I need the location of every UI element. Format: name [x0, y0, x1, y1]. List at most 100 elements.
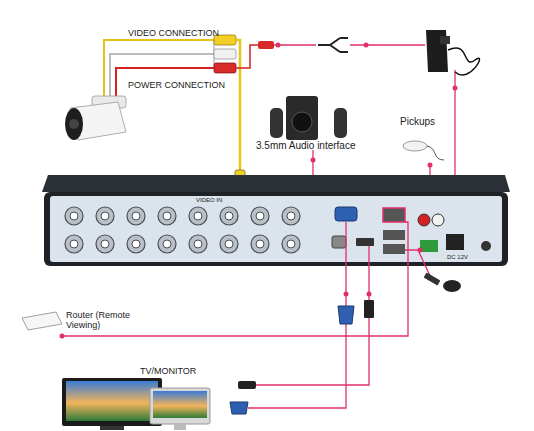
monitor-screen [153, 391, 207, 418]
bnc-connector [158, 235, 176, 253]
bnc-connector [189, 207, 207, 225]
dot [344, 292, 349, 297]
bnc-pin [256, 240, 264, 248]
bnc-connector [127, 235, 145, 253]
bnc-connector [96, 235, 114, 253]
dot [428, 163, 433, 168]
bnc-pin [225, 240, 233, 248]
usb-port [383, 230, 405, 240]
dvr-body [44, 192, 508, 266]
port-label: DC 12V [447, 254, 468, 261]
hdmi-plug [238, 381, 256, 389]
dot [453, 86, 458, 91]
video-cable [236, 40, 240, 172]
monitor-frame [150, 388, 210, 424]
tv-frame [62, 378, 162, 426]
bnc-pin [287, 212, 295, 220]
video-wire [104, 40, 214, 102]
satellite-speaker [334, 108, 347, 138]
pink-line [62, 222, 408, 336]
dot [364, 43, 369, 48]
bnc-pin [163, 212, 171, 220]
monitor-stand [174, 424, 186, 430]
bnc-pin [194, 240, 202, 248]
monitor-label: TV/MONITOR [140, 366, 196, 376]
camera-glass [69, 119, 79, 129]
bnc-connector [65, 235, 83, 253]
splitter [318, 38, 348, 52]
pickup-label: Pickups [400, 116, 435, 128]
bnc-connector [282, 235, 300, 253]
bnc-pin [132, 212, 140, 220]
hdmi-plug [364, 300, 374, 318]
router-label: Router (Remote Viewing) [66, 310, 148, 331]
bnc-pin [287, 240, 295, 248]
vga-plug [338, 306, 354, 324]
vga-port [335, 207, 357, 221]
bnc-pin [194, 212, 202, 220]
adapter-cord [448, 48, 479, 75]
rca-plug [214, 49, 236, 59]
bnc-connector [96, 207, 114, 225]
dot [418, 248, 423, 253]
bnc-connector [251, 207, 269, 225]
hdmi-port [356, 238, 374, 246]
dot [311, 158, 316, 163]
bnc-connector [220, 235, 238, 253]
bnc-pin [163, 240, 171, 248]
bnc-connector [189, 235, 207, 253]
power-switch [481, 241, 491, 251]
camera-lens [65, 108, 83, 140]
power-wire [236, 45, 258, 68]
pickup-mic [403, 141, 427, 151]
mouse-icon [443, 280, 461, 292]
bnc-connector [158, 207, 176, 225]
bnc-pin [225, 212, 233, 220]
usb-port [383, 244, 405, 254]
audio-wire [110, 54, 214, 102]
connection-label: POWER CONNECTION [128, 80, 225, 90]
connection-label: VIDEO CONNECTION [128, 28, 219, 38]
bnc-connector [127, 207, 145, 225]
rj45-port [383, 208, 405, 222]
subwoofer [286, 96, 318, 140]
rca-audio-in [418, 214, 430, 226]
router-icon [22, 312, 62, 330]
pink-line [248, 222, 346, 408]
audio-out-port [332, 236, 346, 248]
adapter-prong [440, 36, 450, 44]
dot [367, 292, 372, 297]
dc-jack [446, 234, 464, 250]
bnc-pin [256, 212, 264, 220]
bnc-pin [70, 212, 78, 220]
pink-line [256, 246, 369, 385]
port-label: VIDEO IN [196, 197, 222, 204]
tv-screen [66, 381, 158, 421]
satellite-speaker [270, 108, 283, 138]
terminal-block [420, 240, 438, 252]
woofer-cone [292, 112, 312, 132]
bnc-pin [132, 240, 140, 248]
rca-plug [214, 63, 236, 73]
bnc-connector [251, 235, 269, 253]
power-plug [258, 41, 274, 49]
bnc-connector [220, 207, 238, 225]
dot [276, 43, 281, 48]
bnc-pin [101, 212, 109, 220]
tv-stand [100, 426, 124, 430]
dvr-panel [50, 196, 502, 262]
mic-cord [427, 146, 444, 160]
bnc-connector [282, 207, 300, 225]
audio-label: 3.5mm Audio interface [256, 140, 356, 152]
dot [60, 334, 65, 339]
usb-stick [424, 272, 441, 285]
vga-plug [230, 402, 248, 414]
bnc-connector [65, 207, 83, 225]
bnc-pin [70, 240, 78, 248]
bnc-group [65, 207, 300, 253]
rca-audio-in [432, 214, 444, 226]
bnc-pin [101, 240, 109, 248]
dvr-top [42, 175, 510, 192]
